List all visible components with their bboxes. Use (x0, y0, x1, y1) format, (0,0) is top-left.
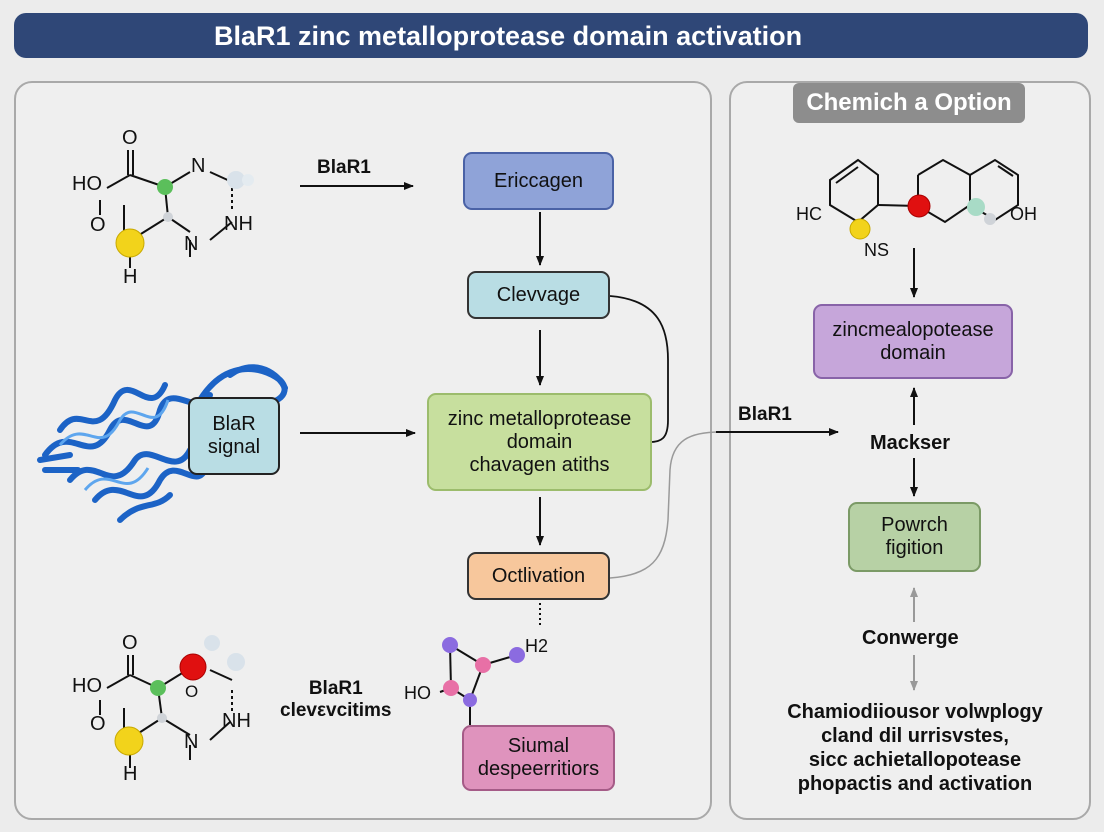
summary-line: sicc achietallopotease (808, 749, 1022, 771)
atom-green (157, 179, 173, 195)
atom-label-nh: NH (222, 710, 251, 732)
summary-line: Chamiodiiousor volwplogy (787, 701, 1043, 723)
node-clevvage: Clevvage (467, 271, 610, 319)
chemical-option-chip: Chemich a Option (793, 83, 1025, 123)
label-converge: Conwerge (862, 627, 959, 649)
arrow-label-blar1: BlaR1 (317, 157, 371, 178)
cross-arrow-label: BlaR1 (738, 404, 792, 425)
protein-ribbon (37, 364, 288, 523)
bottom-label: BlaR1 clevεvcitims (280, 678, 392, 721)
node-octlivation: Octlivation (467, 552, 610, 600)
atom-label-ho: HO (72, 173, 102, 195)
node-zincmealopotease: zincmealopotease domain (813, 304, 1013, 379)
node-siumal: Siumal despeerritiors (462, 725, 615, 791)
page-title: BlaR1 zinc metalloprotease domain activa… (214, 21, 803, 51)
atom-label-o2: O (90, 214, 106, 236)
atom-label-n: N (184, 731, 199, 753)
atom-label-o: O (122, 632, 138, 654)
atom-label-h: H (123, 266, 138, 288)
atom-label-h2: H2 (525, 636, 549, 656)
atom-label-n: N (191, 155, 206, 177)
node-powrch: Powrch figition (848, 502, 981, 572)
atom-sulfur (115, 228, 145, 258)
atom-label-h: H (123, 763, 138, 785)
title-bar: BlaR1 zinc metalloprotease domain activa… (14, 13, 1088, 58)
atom-label-o: O (122, 127, 138, 149)
node-zinc-metalloprotease: zinc metalloprotease domain chavagen ati… (427, 393, 652, 491)
atom-label-hc: HC (796, 204, 822, 224)
atom-label-nh: NH (224, 213, 253, 235)
atom-label-oh: OH (1010, 204, 1037, 224)
summary-line: phopactis and activation (797, 773, 1033, 795)
node-ericcagen: Ericcagen (463, 152, 614, 210)
summary-line: cland dil urrisvstes, (821, 725, 1009, 747)
summary-text: Chamiodiiousor volwplogy cland dil urris… (760, 700, 1070, 796)
atom-label-ns: NS (864, 240, 890, 260)
atom-label-o2: O (90, 713, 106, 735)
atom-label-n2: N (184, 233, 199, 255)
atom-label-ho: HO (72, 675, 102, 697)
atom-label-ho: HO (404, 683, 431, 703)
label-mackser: Mackser (870, 432, 951, 454)
atom-label-o3: O (185, 682, 199, 701)
signal-box: BlaR signal (188, 397, 280, 475)
